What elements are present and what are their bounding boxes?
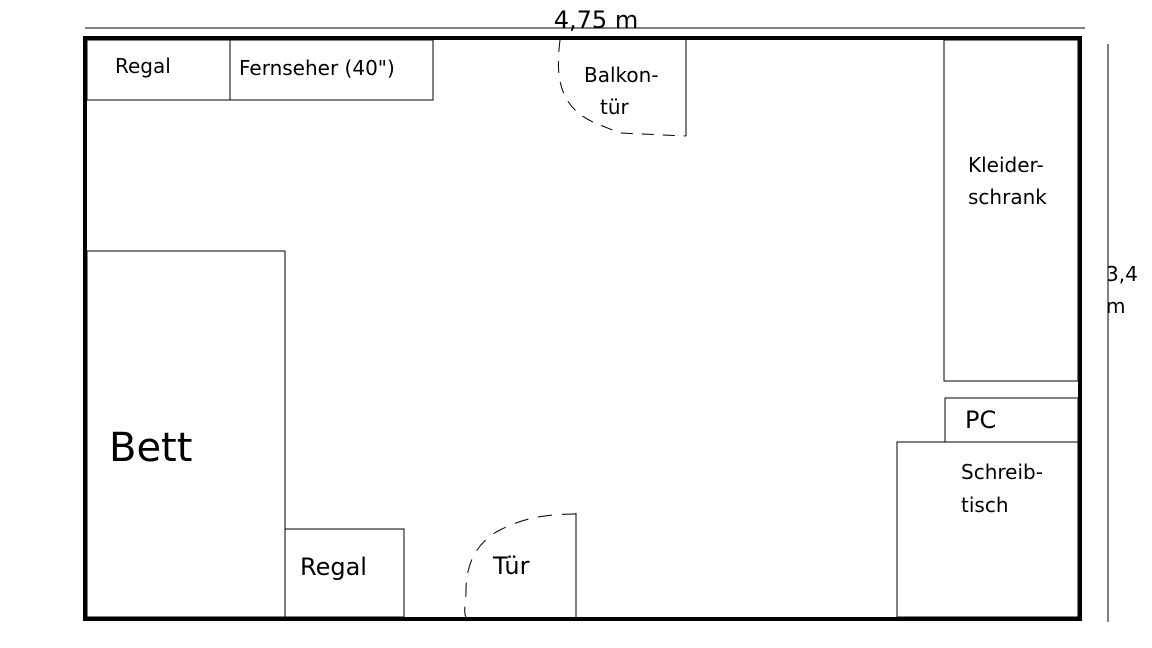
balkontuer: Balkon- tür: [557, 39, 687, 137]
balkontuer-label-1: Balkon-: [584, 63, 659, 87]
kleiderschrank-label-2: schrank: [968, 185, 1047, 209]
regal-top: Regal: [86, 39, 231, 101]
kleiderschrank-label-1: Kleider-: [968, 153, 1044, 177]
room-outline: [83, 36, 1082, 621]
width-label: 4,75 m: [554, 6, 638, 34]
height-label-value: 3,4: [1106, 262, 1138, 286]
bett: Bett: [86, 250, 286, 618]
fernseher-label: Fernseher (40"): [239, 56, 395, 80]
regal-bottom-label: Regal: [300, 553, 367, 581]
pc: PC: [944, 397, 1079, 443]
regal-bottom: Regal: [284, 528, 405, 618]
regal-top-label: Regal: [115, 54, 171, 78]
schreibtisch-label-1: Schreib-: [961, 460, 1043, 484]
pc-label: PC: [965, 406, 996, 434]
balkontuer-label-2: tür: [600, 95, 630, 119]
tuer: Tür: [464, 513, 577, 618]
height-label-unit: m: [1106, 294, 1125, 318]
tuer-label: Tür: [492, 552, 530, 580]
bett-label: Bett: [109, 425, 192, 471]
fernseher: Fernseher (40"): [229, 39, 434, 101]
schreibtisch: Schreib- tisch: [896, 441, 1079, 618]
schreibtisch-label-2: tisch: [961, 493, 1009, 517]
kleiderschrank: Kleider- schrank: [943, 39, 1079, 382]
